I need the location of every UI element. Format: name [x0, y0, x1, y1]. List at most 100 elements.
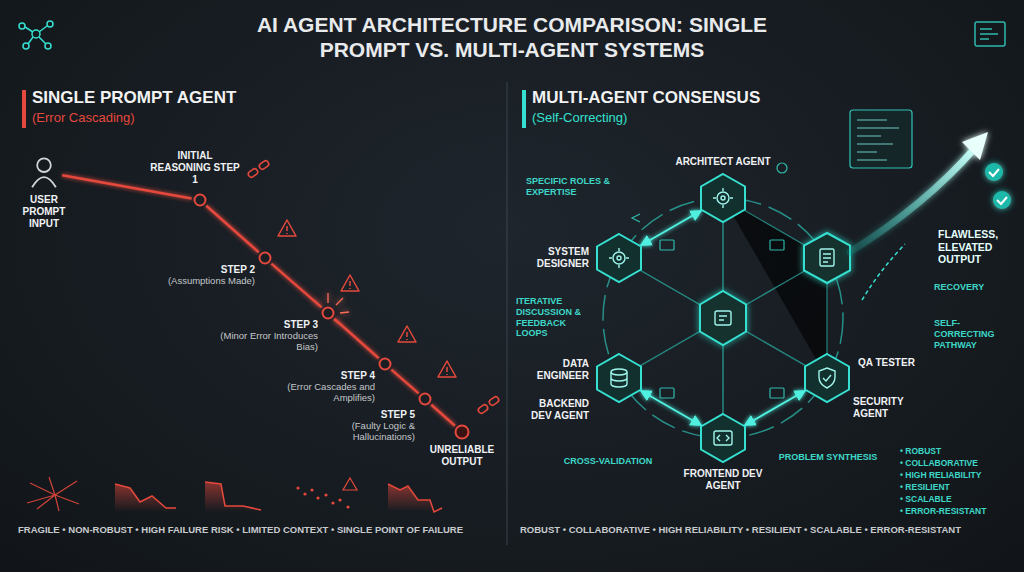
diagram-title: AI AGENT ARCHITECTURE COMPARISON: SINGLE…	[222, 12, 802, 62]
decor-circle	[346, 505, 349, 508]
trait-list: ROBUST • COLLABORATIVE • HIGH RELIABILIT…	[520, 524, 1016, 536]
decor-rect	[258, 160, 270, 171]
network-icon	[19, 21, 53, 49]
node-title: SECURITY AGENT	[853, 396, 925, 420]
hex-outline	[701, 414, 745, 462]
node-label: STEP 5(Faulty Logic & Hallucinations)	[303, 409, 415, 443]
decor-path	[278, 220, 296, 236]
node-title: STEP 3	[206, 319, 318, 331]
agent-hexagon: SECURITY AGENT	[804, 353, 850, 403]
agent-name: QA TESTER	[858, 357, 928, 369]
small-glyphs	[632, 163, 787, 398]
connector	[271, 264, 321, 308]
gear-hub	[721, 196, 725, 200]
decor-path	[619, 198, 827, 438]
connector	[641, 391, 702, 426]
agent-icon	[713, 188, 733, 208]
decor-circle	[316, 496, 319, 499]
connector	[206, 206, 258, 253]
node-description: (Faulty Logic & Hallucinations)	[303, 421, 415, 443]
decor-polygon	[962, 132, 988, 160]
node-label: STEP 2(Assumptions Made)	[143, 264, 255, 287]
decor-rect	[660, 388, 674, 398]
node-shape	[804, 353, 850, 403]
brackets	[717, 435, 729, 441]
hex-icons	[715, 249, 834, 325]
db-top	[611, 369, 627, 375]
decor-g	[296, 486, 349, 508]
step-circle	[323, 308, 334, 319]
decor-circle	[331, 501, 334, 504]
node-description: (Assumptions Made)	[143, 276, 255, 287]
decor-rect	[850, 110, 912, 168]
step-node: STEP 2(Assumptions Made)	[258, 251, 272, 265]
step-node: STEP 3(Minor Error Introduces Bias)	[321, 306, 335, 320]
decor-circle	[324, 493, 327, 496]
heading-bar	[522, 90, 526, 128]
decor-rect	[975, 22, 1005, 46]
node-title: INITIAL REASONING STEP 1	[147, 150, 243, 186]
decor-rect	[820, 249, 834, 266]
node-shape	[378, 357, 392, 371]
decor-path	[286, 226, 288, 234]
decor-circle	[19, 23, 25, 29]
node-label: ARCHITECT AGENT	[663, 156, 783, 168]
node-shape	[596, 353, 642, 403]
annotation: CROSS-VALIDATION	[556, 456, 660, 467]
node-shape	[700, 413, 746, 463]
error-burst	[314, 293, 349, 325]
node-shape	[321, 306, 335, 320]
decor-rect	[488, 396, 500, 407]
agent-hexagon: SYSTEM DESIGNER	[596, 233, 642, 283]
step-circle	[260, 253, 271, 264]
decor-path	[989, 169, 999, 176]
screen	[714, 431, 732, 445]
decor-path	[406, 332, 408, 340]
step-node: STEP 4(Error Cascades and Amplifies)	[378, 357, 392, 371]
decor-path	[632, 214, 640, 222]
decor-path	[343, 478, 357, 490]
decor-path	[398, 326, 416, 342]
node-label: SECURITY AGENT	[853, 396, 925, 420]
node-label: SYSTEM DESIGNER	[517, 246, 589, 270]
connector	[391, 370, 418, 394]
step-node: INITIAL REASONING STEP 1	[193, 193, 207, 207]
node-shape	[27, 155, 61, 189]
node-title: ARCHITECT AGENT	[663, 156, 783, 168]
output-label: FLAWLESS, ELEVATED OUTPUT	[938, 228, 1018, 266]
decor-polygon	[700, 291, 746, 345]
panel-heading: MULTI-AGENT CONSENSUS	[532, 88, 760, 108]
hex-outline	[701, 174, 745, 222]
decor-path	[823, 254, 831, 262]
trait-item: • ROBUST	[900, 446, 941, 456]
decor-path	[857, 120, 899, 160]
node-label: UNRELIABLE OUTPUT	[425, 444, 499, 468]
step-circle	[456, 426, 469, 439]
decor-circle	[303, 492, 306, 495]
decor-rect	[247, 168, 259, 179]
node-title: STEP 2	[143, 264, 255, 276]
recovery-path	[862, 244, 905, 300]
node-label: DATA ENGINEER	[517, 358, 589, 382]
decor-path	[314, 293, 349, 325]
annotation: SELF-CORRECTING PATHWAY	[934, 318, 1018, 350]
user-body	[32, 177, 56, 187]
decor-rect	[770, 240, 784, 250]
decor-rect	[660, 240, 674, 250]
decor-circle	[32, 30, 40, 38]
node-title: UNRELIABLE OUTPUT	[425, 444, 499, 468]
hex-outline	[597, 354, 641, 402]
decor-path	[27, 477, 79, 511]
panel-subtitle: (Error Cascading)	[32, 110, 135, 125]
step-circle	[195, 195, 206, 206]
agent-name: BACKEND DEV AGENT	[517, 398, 589, 422]
feedback-ring	[603, 198, 843, 438]
decor-path	[446, 367, 448, 375]
gear-hub	[617, 256, 621, 260]
panel-divider	[507, 82, 508, 545]
trait-item: • HIGH RELIABILITY	[900, 470, 981, 480]
connector	[62, 175, 191, 198]
node-shape	[596, 233, 642, 283]
decor-path	[341, 275, 359, 291]
